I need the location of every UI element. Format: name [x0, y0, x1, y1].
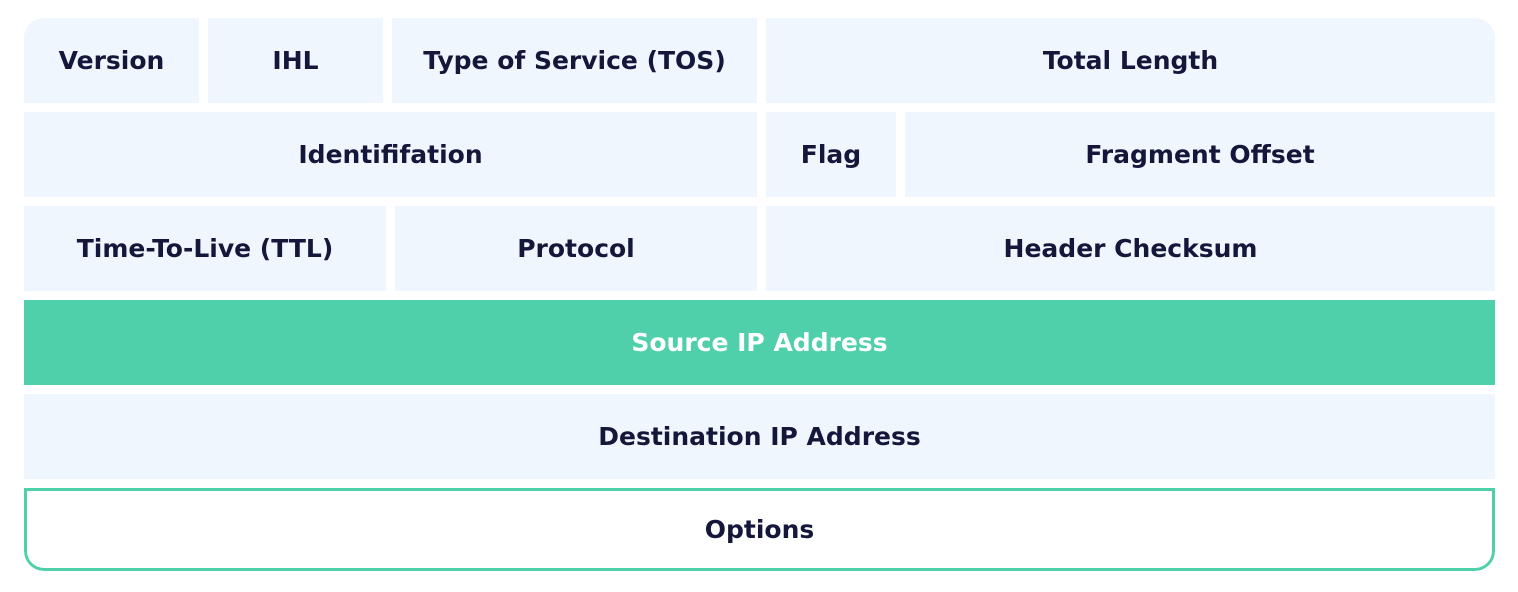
field-ihl: IHL — [208, 18, 383, 103]
field-protocol: Protocol — [395, 206, 757, 291]
field-destination-ip-address: Destination IP Address — [24, 394, 1495, 479]
field-identification: Identififation — [24, 112, 757, 197]
field-options: Options — [24, 488, 1495, 571]
field-time-to-live: Time-To-Live (TTL) — [24, 206, 386, 291]
field-header-checksum: Header Checksum — [766, 206, 1495, 291]
field-fragment-offset: Fragment Offset — [905, 112, 1495, 197]
field-source-ip-address: Source IP Address — [24, 300, 1495, 385]
ipv4-header-diagram: Version IHL Type of Service (TOS) Total … — [24, 18, 1495, 571]
field-flag: Flag — [766, 112, 896, 197]
field-type-of-service: Type of Service (TOS) — [392, 18, 757, 103]
field-total-length: Total Length — [766, 18, 1495, 103]
field-version: Version — [24, 18, 199, 103]
